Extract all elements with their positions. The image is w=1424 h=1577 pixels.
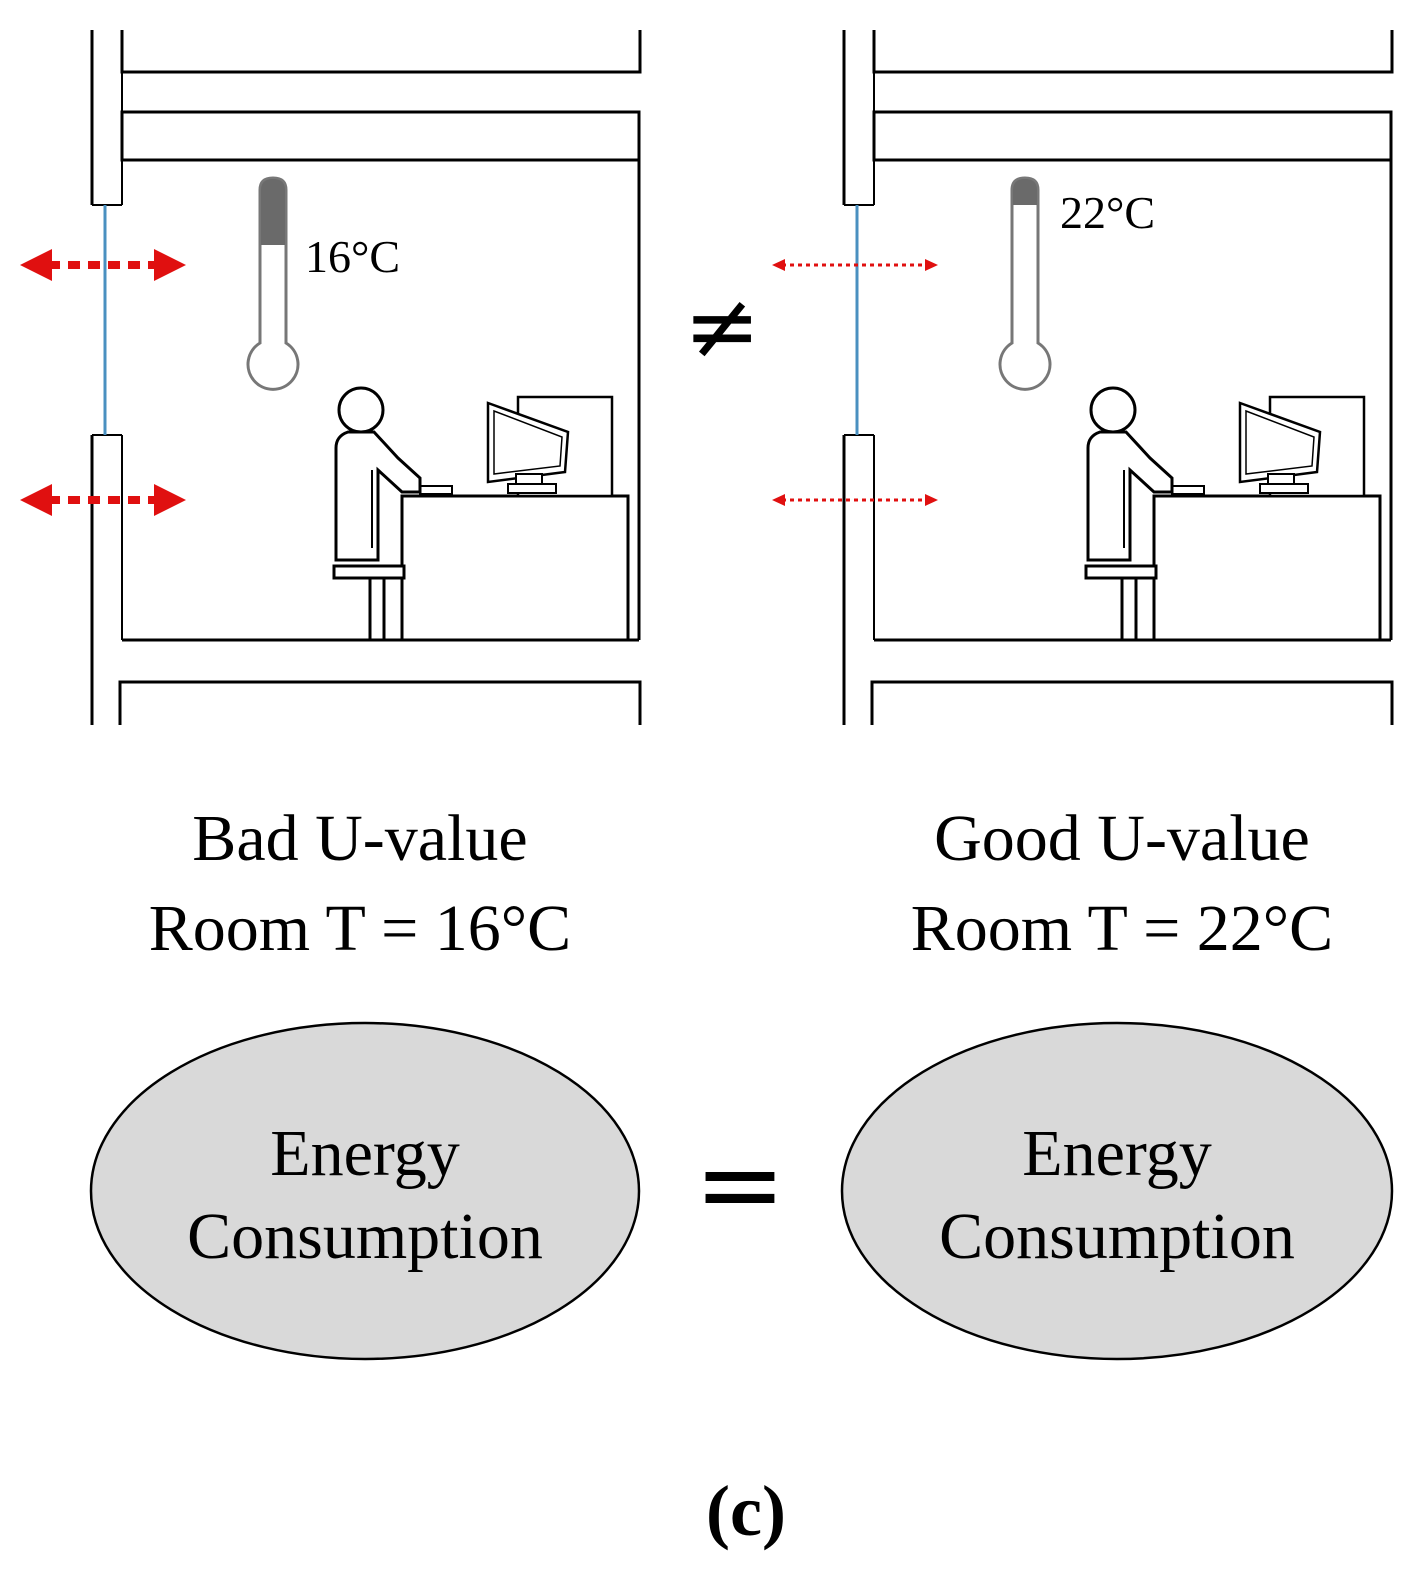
rooms-relation-symbol: ≠ bbox=[683, 273, 760, 380]
thermometer-icon bbox=[998, 176, 1052, 391]
right-ellipse-line2: Consumption bbox=[939, 1200, 1295, 1273]
left-caption-line2: Room T = 16°C bbox=[149, 892, 571, 965]
heat-flow-arrow-icon bbox=[20, 484, 186, 516]
heat-flow-arrow-icon bbox=[772, 259, 938, 271]
office-worker-icon bbox=[1084, 386, 1382, 642]
left-caption-line1: Bad U-value bbox=[192, 802, 527, 875]
right-thermometer-reading: 22°C bbox=[1060, 187, 1155, 238]
heat-flow-arrow-icon bbox=[20, 249, 186, 281]
left-ellipse-line1: Energy bbox=[270, 1117, 459, 1190]
right-ellipse-line1: Energy bbox=[1022, 1117, 1211, 1190]
left-energy-ellipse: Energy Consumption bbox=[89, 1021, 641, 1361]
thermometer-icon bbox=[246, 176, 300, 391]
left-thermometer-reading: 16°C bbox=[305, 231, 400, 282]
panel-label: (c) bbox=[706, 1471, 786, 1551]
heat-flow-arrow-icon bbox=[772, 494, 938, 506]
right-room-section bbox=[772, 28, 1394, 727]
energy-relation-symbol: = bbox=[694, 1120, 786, 1248]
right-caption-line2: Room T = 22°C bbox=[911, 892, 1333, 965]
right-energy-ellipse: Energy Consumption bbox=[840, 1021, 1394, 1361]
right-caption-line1: Good U-value bbox=[934, 802, 1310, 875]
office-worker-icon bbox=[332, 386, 630, 642]
left-ellipse-line2: Consumption bbox=[187, 1200, 543, 1273]
left-room-section: 16°C bbox=[20, 28, 642, 727]
